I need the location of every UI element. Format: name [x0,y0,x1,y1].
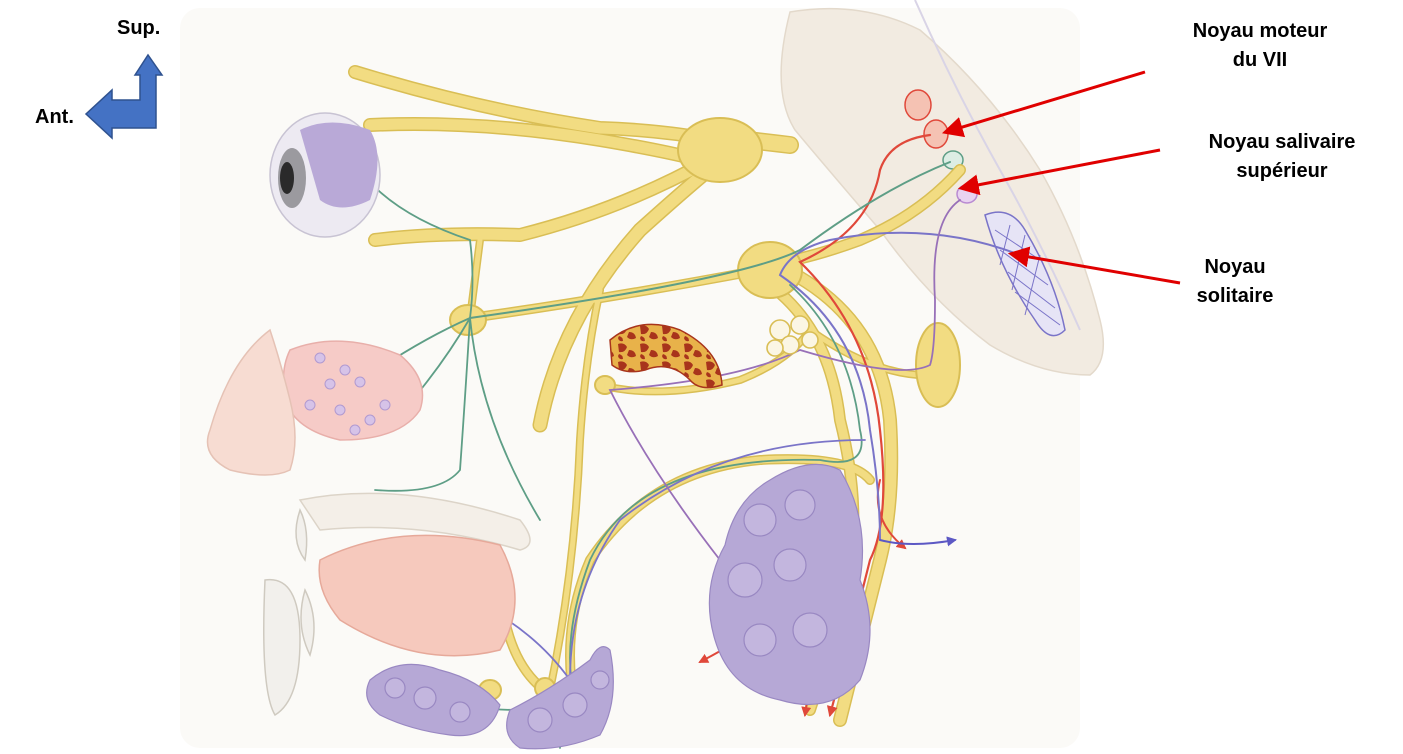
label-noyau-solitaire-line1: Noyau [1180,253,1290,282]
label-noyau-moteur-line1: Noyau moteur [1170,17,1350,46]
label-noyau-salivaire: Noyau salivaire supérieur [1177,128,1387,186]
label-noyau-salivaire-line1: Noyau salivaire [1177,128,1387,157]
trigeminal-ganglion [678,118,762,182]
label-noyau-moteur-line2: du VII [1170,46,1350,75]
anterior-label: Ant. [35,103,74,132]
eye [270,113,380,237]
label-noyau-solitaire-line2: solitaire [1180,282,1290,311]
label-noyau-solitaire: Noyau solitaire [1180,253,1290,311]
otic-ganglion [595,376,615,394]
inferior-ganglion [916,323,960,407]
label-noyau-moteur: Noyau moteur du VII [1170,17,1350,75]
nasal-mucosa [283,341,422,440]
geniculate-ganglion [738,242,802,298]
label-noyau-salivaire-line2: supérieur [1177,157,1387,186]
superior-label: Sup. [117,14,160,43]
orientation-arrow-icon [86,55,162,138]
